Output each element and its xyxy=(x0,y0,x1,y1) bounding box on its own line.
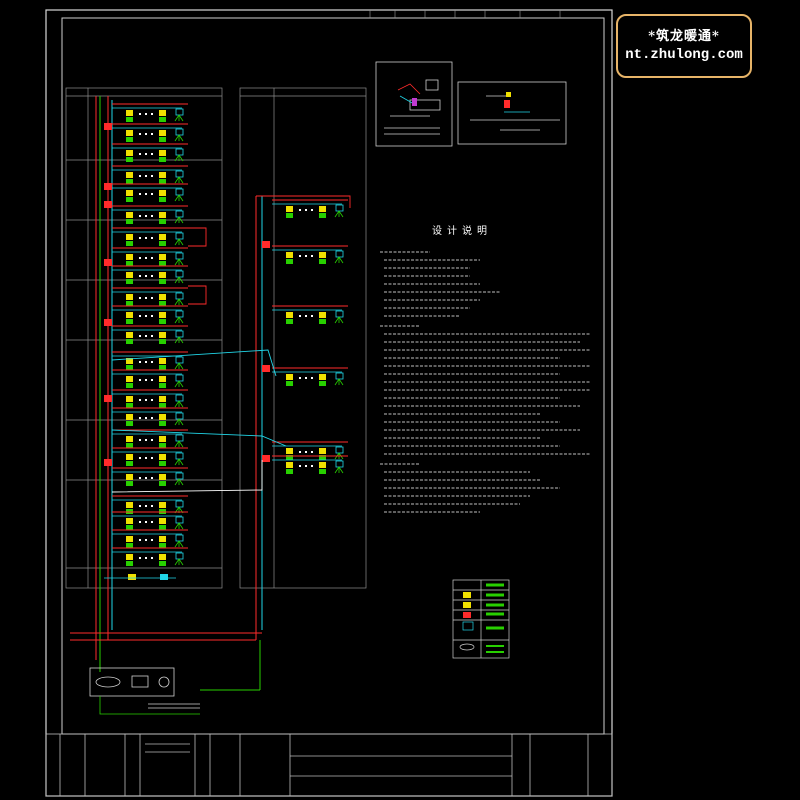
branch-unit xyxy=(272,305,348,324)
cross-connections xyxy=(111,195,351,493)
valve-marker xyxy=(104,319,112,326)
branch-unit xyxy=(112,389,188,408)
branch-unit xyxy=(272,245,348,264)
branch-unit xyxy=(112,103,188,122)
branch-unit xyxy=(112,247,188,266)
drawing-frame-inner xyxy=(61,17,605,735)
valve-marker xyxy=(262,241,270,248)
watermark-title: *筑龙暖通* xyxy=(648,29,720,44)
branch-unit xyxy=(112,165,188,184)
watermark-url: nt.zhulong.com xyxy=(625,47,743,63)
branch-unit xyxy=(112,205,188,224)
branch-unit xyxy=(112,511,188,530)
valve-marker xyxy=(104,201,112,208)
detail-box-2 xyxy=(457,81,567,145)
branch-unit xyxy=(272,367,348,386)
title-block xyxy=(45,733,613,797)
branch-unit xyxy=(272,455,348,474)
roof-unit xyxy=(160,574,168,580)
valve-marker xyxy=(104,459,112,466)
detail-box-1 xyxy=(375,61,453,147)
notes-lines xyxy=(380,251,590,513)
branch-unit xyxy=(112,351,188,370)
valve-marker xyxy=(104,123,112,130)
branch-unit xyxy=(112,429,188,448)
branch-unit xyxy=(272,199,348,218)
bottom-equipment xyxy=(89,667,200,715)
valve-marker xyxy=(104,395,112,402)
valve-marker xyxy=(262,455,270,462)
branch-unit xyxy=(112,495,188,514)
branch-unit xyxy=(112,369,188,388)
design-notes-title: 设计说明 xyxy=(432,226,492,237)
top-strip xyxy=(369,10,561,18)
branch-unit xyxy=(112,467,188,486)
branch-unit xyxy=(112,529,188,548)
branch-unit xyxy=(112,183,188,202)
branch-unit xyxy=(112,447,188,466)
valve-marker xyxy=(104,259,112,266)
roof-unit xyxy=(128,574,136,580)
branch-unit xyxy=(112,143,188,162)
legend-table xyxy=(452,579,510,659)
main-risers xyxy=(70,96,263,691)
branch-unit xyxy=(112,123,188,142)
branch-unit xyxy=(112,227,188,246)
zhulong-watermark: *筑龙暖通* nt.zhulong.com xyxy=(616,14,752,78)
branch-unit xyxy=(112,305,188,324)
valve-marker xyxy=(104,183,112,190)
right-branches xyxy=(262,199,348,474)
branch-unit xyxy=(112,287,188,306)
branch-unit xyxy=(272,441,348,460)
branch-unit xyxy=(112,325,188,344)
branch-unit xyxy=(112,265,188,284)
branch-unit xyxy=(112,407,188,426)
left-branches xyxy=(104,103,188,580)
system-table-right xyxy=(239,87,367,589)
branch-unit xyxy=(112,547,188,566)
system-table-left xyxy=(65,87,223,589)
valve-marker xyxy=(262,365,270,372)
